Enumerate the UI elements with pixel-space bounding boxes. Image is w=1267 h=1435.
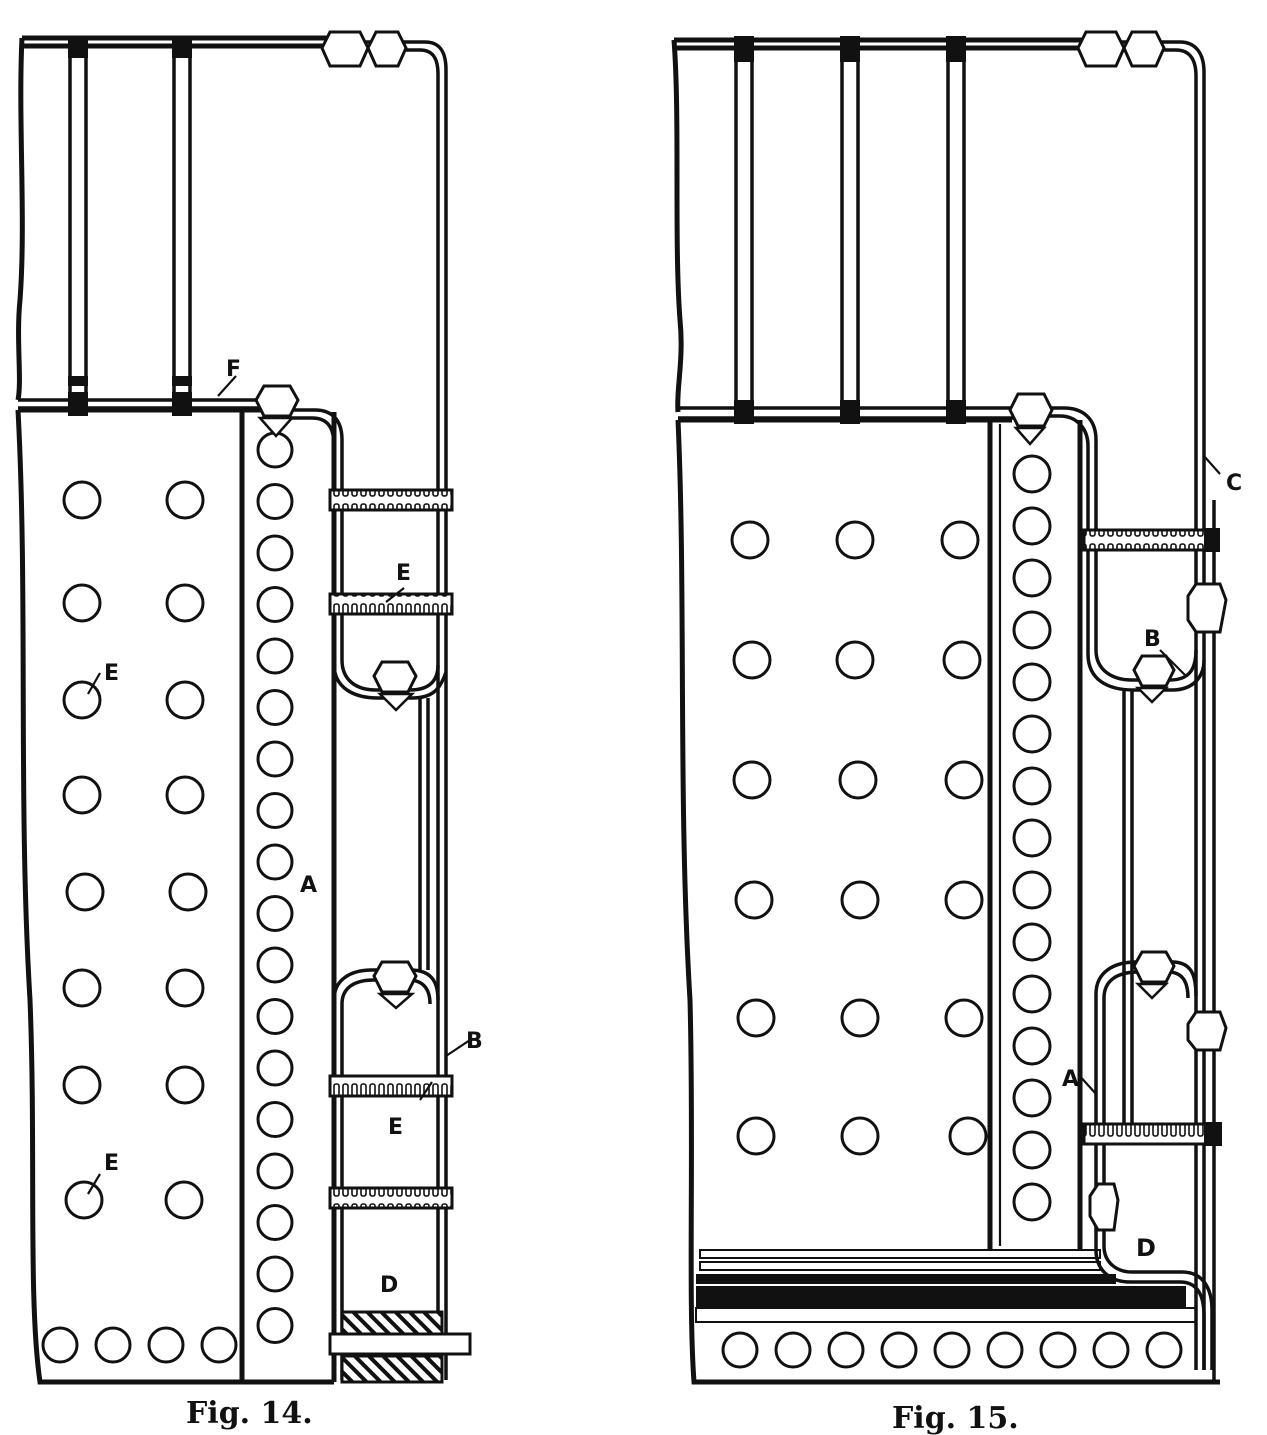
- stay-bolt-hole: [1012, 1130, 1052, 1170]
- stay-bolt-hole: [1012, 454, 1052, 494]
- stay-bolt-hole: [1012, 714, 1052, 754]
- stay-bolt-hole: [1012, 558, 1052, 598]
- label-f: F: [226, 357, 241, 382]
- label-b: B: [1144, 627, 1161, 652]
- vertical-connector: [418, 698, 430, 970]
- stay-bolt-hole: [1012, 506, 1052, 546]
- tube-holes-left: [62, 480, 208, 1220]
- stay-bolt-hole: [1012, 662, 1052, 702]
- outer-pipe: [330, 40, 448, 1380]
- stay-bolt-column: [1012, 454, 1052, 1222]
- tube-sheet: [15, 407, 337, 1385]
- pipe-unions: [254, 30, 418, 1010]
- figure-15: C B A D Fig. 15.: [671, 30, 1242, 1435]
- stay-bolt-hole: [256, 946, 294, 984]
- stay-bolt-column: [256, 431, 294, 1344]
- caption-fig-14: Fig. 14.: [186, 1396, 313, 1431]
- bottom-bend: [1094, 1200, 1214, 1370]
- stay-bolt-hole: [256, 586, 294, 623]
- stay-bolt-hole: [256, 637, 294, 675]
- outer-pipe-c: [1090, 40, 1216, 1380]
- stay-bolt-hole: [256, 1307, 294, 1344]
- stay-bolt-hole: [256, 534, 294, 572]
- label-e-lower-clamp: E: [388, 1115, 403, 1140]
- label-e-hole-2: E: [104, 1151, 119, 1176]
- lower-pipe-loop: [1094, 960, 1198, 1200]
- bottom-row-holes: [41, 1326, 238, 1364]
- stay-bolt-hole: [1012, 1078, 1052, 1118]
- stay-bolt-hole: [256, 1101, 294, 1138]
- pipe-clamps: [1082, 528, 1222, 1146]
- caption-fig-15: Fig. 15.: [892, 1401, 1019, 1435]
- tube-holes-left: [730, 520, 988, 1156]
- stay-bolt-hole: [256, 431, 294, 469]
- stay-bolt-hole: [256, 843, 294, 881]
- hatched-base-upper: [340, 1310, 444, 1336]
- pipe-clamps: [328, 488, 454, 1210]
- pipe-unions: [1008, 30, 1228, 1232]
- label-d: D: [1136, 1234, 1156, 1262]
- hatched-base-lower: [340, 1354, 444, 1384]
- feed-pipe-f: [18, 398, 262, 410]
- stay-bolt-hole: [1012, 870, 1052, 910]
- stay-bolt-hole: [1012, 818, 1052, 858]
- stay-bolt-hole: [256, 998, 294, 1035]
- stay-bolt-hole: [256, 1255, 294, 1293]
- tube-sheet: [675, 417, 1220, 1385]
- label-e-upper-clamp: E: [396, 561, 411, 586]
- label-d: D: [380, 1273, 398, 1298]
- stay-rods: [734, 36, 966, 424]
- label-a: A: [300, 873, 317, 898]
- stay-bolt-hole: [1012, 1026, 1052, 1066]
- stay-bolt-hole: [256, 689, 294, 726]
- label-e-hole-1: E: [104, 661, 119, 686]
- stay-bolt-hole: [256, 895, 294, 932]
- stay-bolt-hole: [256, 483, 294, 520]
- stay-bolt-hole: [256, 1049, 294, 1087]
- stay-bolt-hole: [1012, 610, 1052, 650]
- label-b: B: [466, 1029, 483, 1054]
- leader-lines: [87, 375, 471, 1195]
- stay-bolt-hole: [1012, 1182, 1052, 1222]
- figure-14: F A E E E E B D Fig. 14.: [15, 30, 483, 1431]
- stay-bolt-hole: [256, 740, 294, 778]
- label-c: C: [1226, 471, 1242, 496]
- base-bracket: [328, 1332, 472, 1356]
- stay-bolt-hole: [1012, 974, 1052, 1014]
- leader-lines: [1077, 455, 1221, 1095]
- vertical-connector: [1122, 690, 1134, 1130]
- label-a: A: [1062, 1067, 1079, 1092]
- inner-pipe-loop: [1018, 406, 1206, 692]
- stay-bolt-hole: [1012, 766, 1052, 806]
- mud-ring: [695, 1249, 1197, 1323]
- stay-bolt-hole: [1012, 922, 1052, 962]
- bottom-row-holes: [721, 1331, 1183, 1369]
- lower-pipe-loop: [332, 968, 440, 1380]
- stay-rods: [68, 36, 192, 416]
- stay-bolt-hole: [256, 1204, 294, 1241]
- inner-pipe-loop: [262, 408, 448, 700]
- stay-bolt-hole: [256, 1152, 294, 1190]
- stay-bolt-hole: [256, 792, 294, 829]
